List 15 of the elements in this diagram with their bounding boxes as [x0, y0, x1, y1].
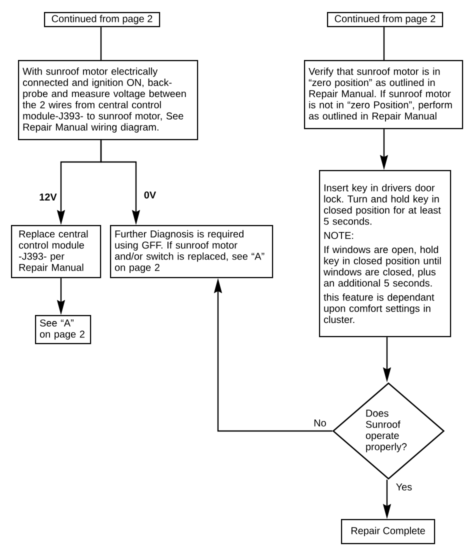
- edge-label: No: [312, 418, 328, 428]
- reference-box: See “A” on page 2: [35, 315, 92, 344]
- connector-line: [100, 27, 102, 60]
- continuation-box: Continued from page 2: [44, 12, 160, 28]
- connector-line: [383, 27, 385, 60]
- process-box: Replace central control module -J393- per Repair Manual: [11, 225, 102, 278]
- process-box: Insert key in drivers door lock. Turn and hold key in closed position for at least 5 seconds. NOTE: If windows are open, hold key in closed position until windows are closed, plus an additional 5 seconds. this feature is dependant upon comfort settings in cluster.: [319, 170, 452, 338]
- end-box: Repair Complete: [341, 519, 436, 544]
- edge-label: 12V: [38, 192, 58, 202]
- edge-label: 0V: [142, 190, 158, 200]
- edge-label: Yes: [394, 482, 414, 492]
- process-box: With sunroof motor electrically connected and ignition ON, back-probe and measure voltage between the 2 wires from central control module-J393- to sunroof motor, See Repair Manual wiring diagram.: [18, 60, 198, 140]
- process-box: Further Diagnosis is required using GFF. If sunroof motor and/or switch is replaced, see “A” on page 2: [110, 225, 274, 278]
- continuation-box: Continued from page 2: [327, 12, 444, 28]
- process-box: Verify that sunroof motor is in “zero position” as outlined in Repair Manual. If sunroof motor is not in “zero Position”, perform as outlined in Repair Manual: [304, 60, 464, 130]
